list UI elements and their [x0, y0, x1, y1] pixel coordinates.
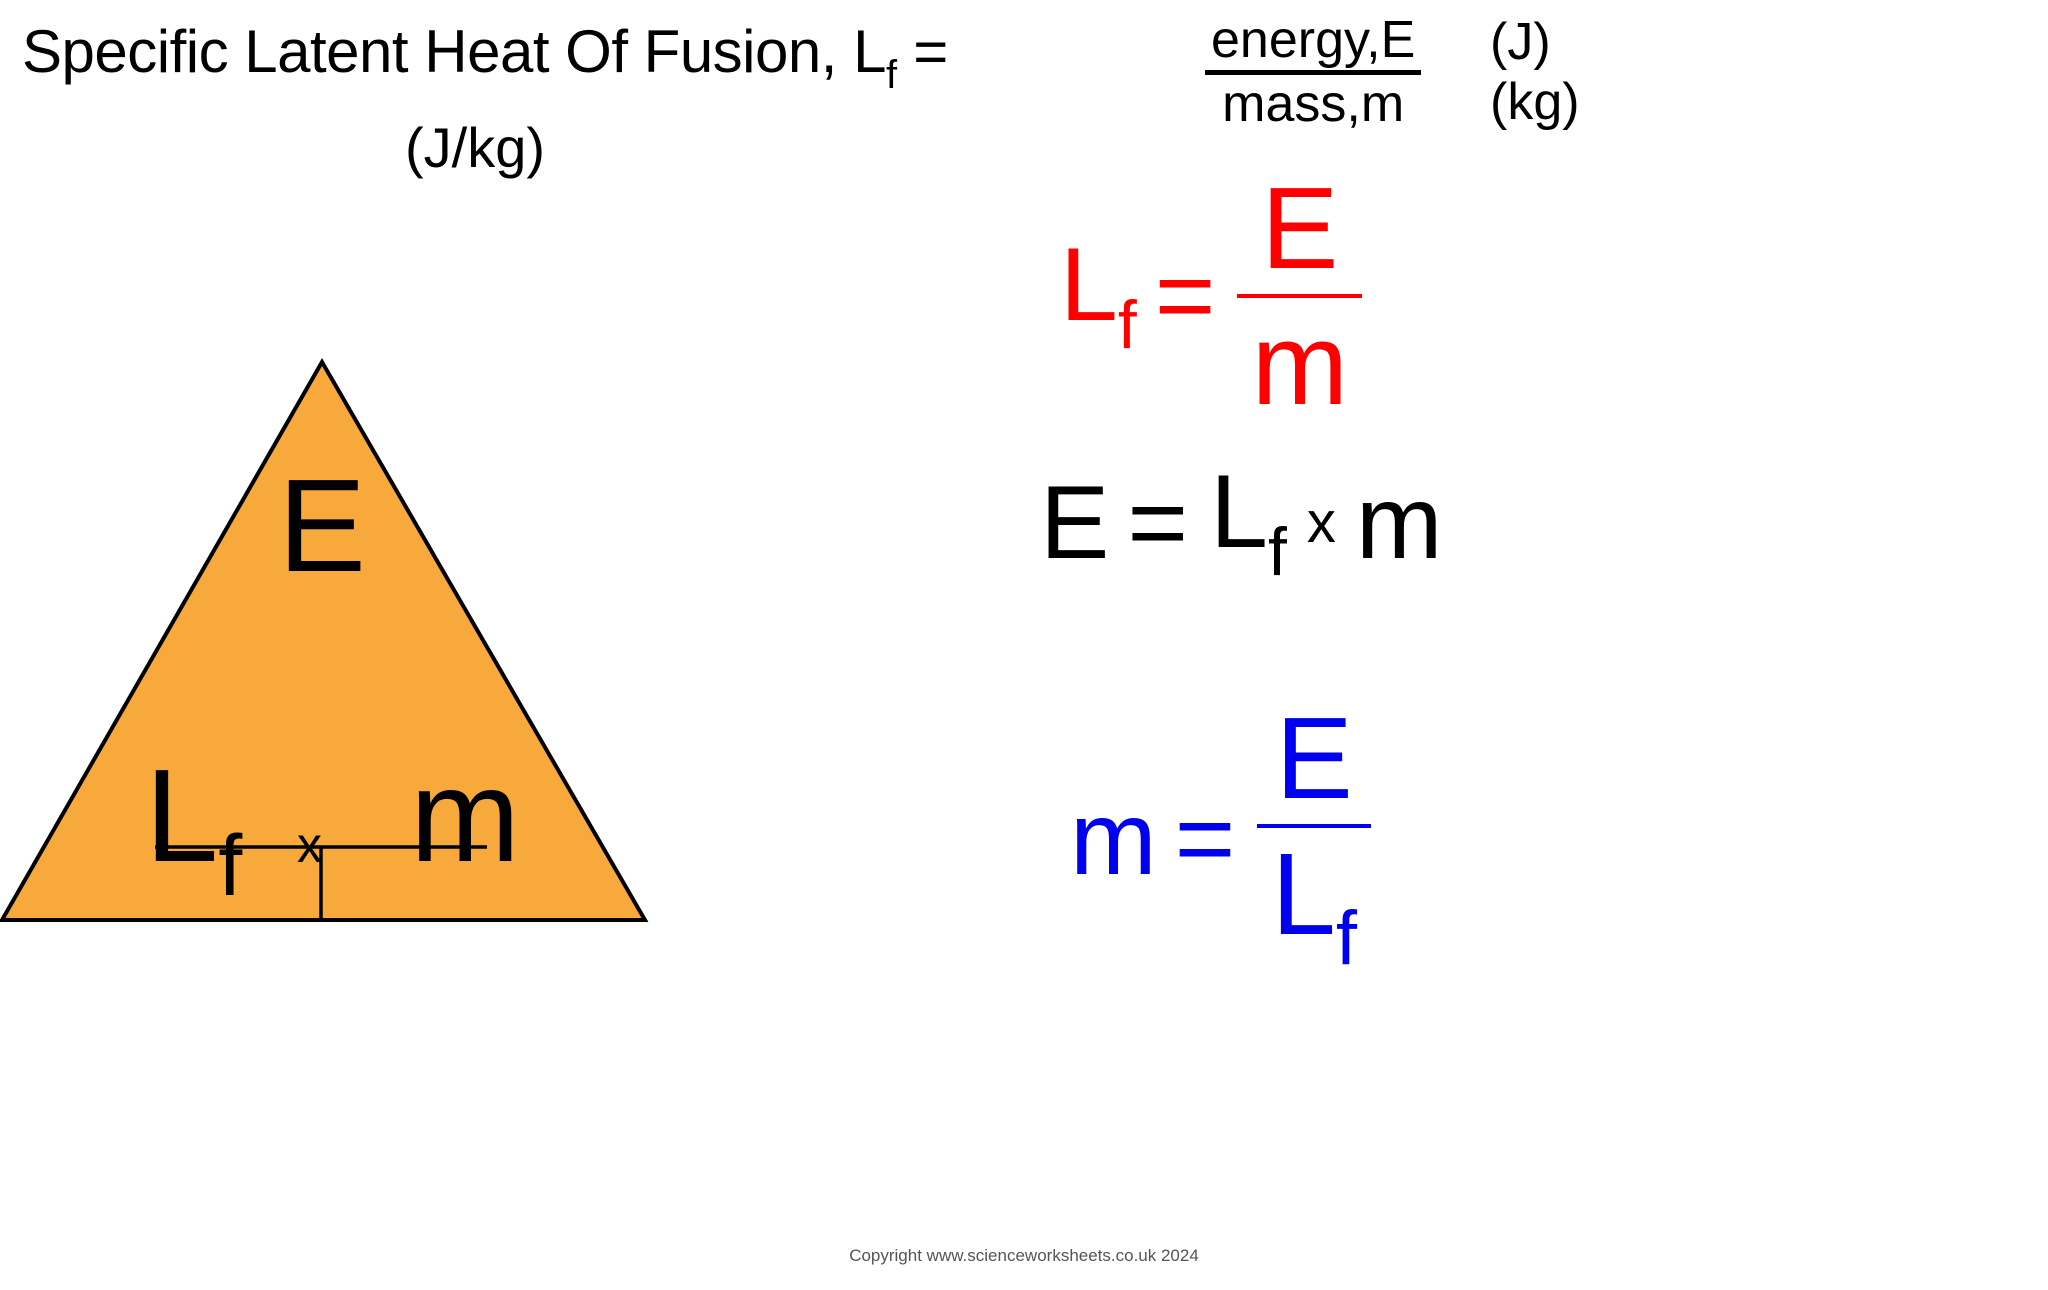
header-fraction-denominator: mass,m: [1222, 75, 1405, 134]
equation-mass-fraction-bar: [1257, 824, 1372, 828]
equation-energy-rhs-first-base: L: [1210, 454, 1268, 570]
formula-triangle: E Lf x m: [0, 350, 680, 950]
equation-mass-numerator: E: [1275, 693, 1353, 823]
header-fraction: energy,E mass,m: [1205, 11, 1422, 134]
header-fraction-numerator: energy,E: [1211, 11, 1416, 69]
equation-energy-rhs-first-subscript: f: [1267, 514, 1287, 590]
page-title-text: Specific Latent Heat Of Fusion, L: [22, 18, 886, 85]
triangle-outline: [0, 357, 649, 922]
equation-latent-heat-numerator: E: [1261, 163, 1339, 293]
equation-mass-denominator-subscript: f: [1335, 896, 1358, 981]
equation-list: Lf = E m E = Lf x m m = E Lf: [1040, 170, 2048, 1000]
equation-latent-heat-lhs-base: L: [1060, 227, 1118, 343]
triangle-shape-svg: [0, 357, 649, 922]
page-title-subscript: f: [885, 53, 898, 97]
equation-energy-lhs: E: [1040, 465, 1110, 581]
header-unit-denominator: (kg): [1490, 73, 1580, 132]
equation-latent-heat-fraction-bar: [1237, 294, 1363, 298]
equation-energy-rhs-first: Lf: [1210, 460, 1287, 586]
equation-mass: m = E Lf: [1070, 693, 1372, 977]
equation-latent-heat-denominator: m: [1251, 299, 1349, 429]
equation-mass-fraction: E Lf: [1257, 693, 1372, 977]
header-unit-numerator: (J): [1490, 13, 1551, 71]
equation-mass-lhs: m: [1070, 780, 1157, 897]
equation-energy-rhs-second: m: [1355, 465, 1443, 581]
equation-mass-equals: =: [1174, 780, 1236, 897]
equation-energy-equals: =: [1127, 465, 1189, 581]
equation-latent-heat: Lf = E m: [1060, 163, 1363, 429]
equation-latent-heat-lhs-subscript: f: [1117, 287, 1137, 363]
page-title-units: (J/kg): [405, 116, 545, 179]
page-title-equals: =: [897, 18, 948, 85]
title-block: Specific Latent Heat Of Fusion, Lf = (J/…: [0, 0, 1750, 210]
equation-latent-heat-lhs: Lf: [1060, 233, 1137, 359]
copyright-notice: Copyright www.scienceworksheets.co.uk 20…: [849, 1246, 1199, 1265]
equation-latent-heat-equals: =: [1154, 238, 1216, 354]
page-title: Specific Latent Heat Of Fusion, Lf =: [22, 20, 948, 96]
equation-mass-denominator: Lf: [1257, 836, 1371, 977]
header-units: (J) (kg): [1490, 12, 1580, 133]
header-fraction-bar: [1205, 70, 1422, 76]
equation-mass-denominator-base: L: [1271, 829, 1336, 959]
equation-latent-heat-fraction: E m: [1237, 163, 1363, 429]
equation-energy-times-operator: x: [1306, 490, 1336, 555]
equation-energy: E = Lf x m: [1040, 460, 1443, 586]
